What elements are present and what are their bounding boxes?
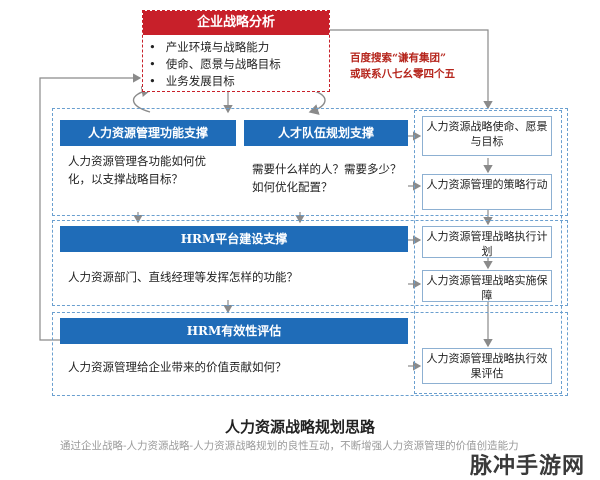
right-step-safeguard: 人力资源管理战略实施保障 <box>422 270 552 302</box>
strategy-item: 业务发展目标 <box>149 73 281 90</box>
hrm-platform-text: 人力资源部门、直线经理等发挥怎样的功能？ <box>68 270 298 284</box>
evaluation-frame <box>52 312 568 396</box>
hrm-eval-text: 人力资源管理给企业带来的价值贡献如何？ <box>68 360 287 374</box>
talent-team-text: 需要什么样的人？需要多少？如何优化配置？ <box>252 162 402 194</box>
right-step-mission: 人力资源战略使命、愿景与目标 <box>422 116 552 156</box>
hrm-function-title: 人力资源管理功能支撑 <box>60 120 236 146</box>
search-note-line2: 或联系八七幺零四个五 <box>350 68 455 80</box>
figure-description: 通过企业战略-人力资源战略-人力资源战略规划的良性互动，不断增强人力资源管理的价… <box>60 440 519 452</box>
right-step-strategy-action: 人力资源管理的策略行动 <box>422 174 552 210</box>
hrm-platform-title: HRM平台建设支撑 <box>60 226 408 252</box>
enterprise-strategy-box: 企业战略分析 产业环境与战略能力 使命、愿景与战略目标 业务发展目标 <box>142 10 330 92</box>
right-step-execution-plan: 人力资源管理战略执行计划 <box>422 226 552 258</box>
strategy-support-frame <box>52 108 568 216</box>
strategy-item: 使命、愿景与战略目标 <box>149 56 281 73</box>
enterprise-strategy-list: 产业环境与战略能力 使命、愿景与战略目标 业务发展目标 <box>149 39 281 90</box>
right-step-effect-eval: 人力资源管理战略执行效果评估 <box>422 348 552 384</box>
talent-team-title: 人才队伍规划支撑 <box>244 120 408 146</box>
platform-frame <box>52 220 568 306</box>
right-column-frame <box>414 110 562 394</box>
feedback-loop-line <box>39 73 142 341</box>
hrm-eval-title: HRM有效性评估 <box>60 318 408 344</box>
search-note-line1: 百度搜索“谦有集团” <box>350 52 447 64</box>
arrow-top-to-right <box>328 29 493 110</box>
strategy-item: 产业环境与战略能力 <box>149 39 281 56</box>
figure-caption: 人力资源战略规划思路 <box>224 418 375 436</box>
hrm-function-text: 人力资源管理各功能如何优化，以支撑战略目标？ <box>68 154 206 186</box>
watermark-logo: 脉冲手游网 <box>470 454 586 479</box>
enterprise-strategy-title: 企业战略分析 <box>143 11 329 35</box>
search-note: 百度搜索“谦有集团” 或联系八七幺零四个五 <box>350 50 455 82</box>
